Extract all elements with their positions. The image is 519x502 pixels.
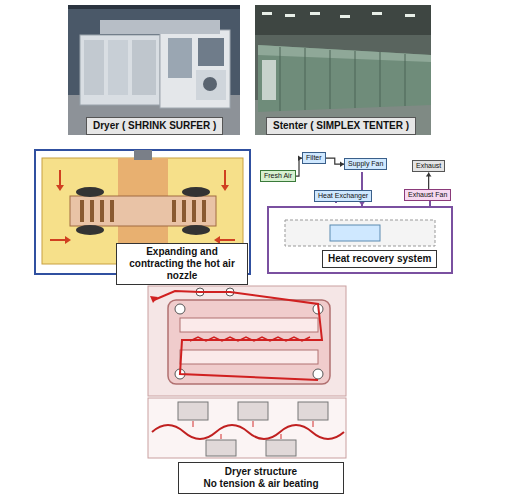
node-label: Dryer structure	[183, 466, 339, 478]
dryer-structure	[148, 286, 346, 458]
fan-box: Exhaust Fan	[404, 189, 451, 201]
connector	[326, 158, 344, 167]
caption-box: Dryer structureNo tension & air beating	[178, 462, 344, 494]
node-label: Fresh Air	[264, 172, 292, 180]
node-label: Exhaust	[416, 162, 441, 170]
node-label: Exhaust Fan	[408, 191, 447, 199]
dryer-photo	[68, 5, 240, 135]
exhaust-box: Exhaust	[412, 160, 445, 172]
node-label: Stenter ( SIMPLEX TENTER )	[273, 120, 409, 132]
connector	[426, 172, 432, 189]
node-label: Supply Fan	[348, 160, 383, 168]
node-label: Expanding and contracting the hot air no…	[120, 246, 244, 282]
photo-caption: Stenter ( SIMPLEX TENTER )	[266, 117, 416, 135]
photo-caption: Dryer ( SHRINK SURFER )	[86, 117, 223, 135]
caption-box: Expanding and contracting the hot air no…	[116, 243, 248, 285]
node-label: Heat recovery system	[328, 253, 431, 265]
stenter-photo	[255, 5, 431, 135]
filter-box: Filter	[302, 152, 326, 164]
node-label: Dryer ( SHRINK SURFER )	[93, 120, 216, 132]
node-label: Filter	[306, 154, 322, 162]
node-label: Heat Exchanger	[318, 192, 368, 200]
heat-exchanger-box: Heat Exchanger	[314, 190, 372, 202]
caption-box: Heat recovery system	[322, 250, 437, 268]
node-sublabel: No tension & air beating	[183, 478, 339, 490]
heat-recovery-plant	[268, 172, 452, 273]
fresh-air-box: Fresh Air	[260, 170, 296, 182]
fan-box: Supply Fan	[344, 158, 387, 170]
